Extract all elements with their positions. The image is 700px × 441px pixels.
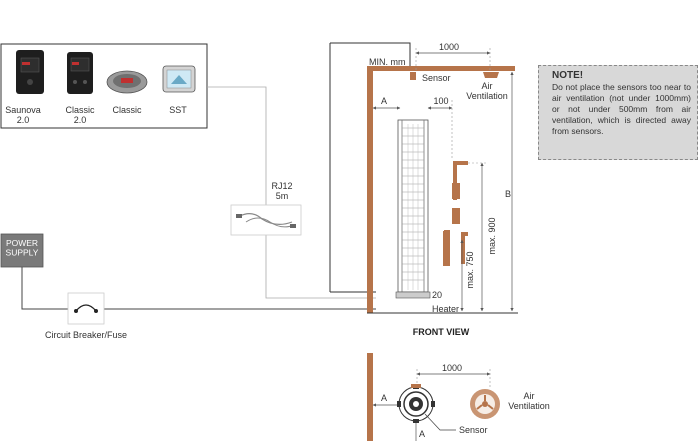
power-supply-box [0, 233, 44, 268]
front-sensor-icon [410, 72, 416, 80]
front-dim-1000-label: 1000 [439, 42, 459, 52]
note-box: NOTE! Do not place the sensors too near … [538, 65, 698, 160]
ceiling-wood [367, 66, 515, 71]
wall-brackets [443, 161, 468, 266]
front-air-vent-icon [483, 72, 499, 78]
classic-2-control-panel-icon [67, 52, 93, 94]
top-sensor-leader [424, 413, 456, 431]
dim-max900-label: max. 900 [487, 217, 497, 254]
note-body: Do not place the sensors too near to air… [552, 82, 691, 136]
dim-20-label: 20 [432, 290, 442, 300]
power-cable [21, 267, 68, 310]
heater-label: Heater [432, 304, 459, 314]
top-dim-a-left-label: A [381, 393, 387, 403]
front-sensor-label: Sensor [422, 73, 451, 83]
sst-tablet-icon [162, 65, 196, 93]
min-mm-label: MIN. mm [369, 57, 406, 67]
note-title: NOTE! [552, 70, 584, 81]
controller-label-sst: SST [169, 105, 187, 115]
circuit-breaker-label: Circuit Breaker/Fuse [45, 330, 127, 340]
circuit-breaker-icon [67, 292, 105, 325]
top-heater-icon [397, 385, 435, 423]
rj12-cable-icon [230, 204, 302, 236]
dim-max750-label: max. 750 [465, 251, 475, 288]
front-view-title: FRONT VIEW [413, 327, 470, 337]
control-cable [207, 86, 376, 299]
controller-label-classic: Classic [112, 105, 142, 115]
front-dim-100-label: 100 [433, 96, 448, 106]
classic-round-control-icon [106, 70, 148, 94]
top-sensor-label: Sensor [459, 425, 488, 435]
top-view-wall-wood [367, 353, 373, 441]
heater-icon [395, 119, 431, 299]
controller-options-box [0, 43, 208, 129]
dim-b-label: B [505, 189, 511, 199]
saunova-control-panel-icon [16, 50, 44, 94]
top-dim-1000-label: 1000 [442, 363, 462, 373]
top-air-vent-icon [470, 389, 500, 419]
top-sensor-icon [411, 384, 421, 388]
front-wall-wood [367, 68, 373, 313]
front-dim-a-label: A [381, 96, 387, 106]
top-dim-a-bottom-label: A [419, 429, 425, 439]
